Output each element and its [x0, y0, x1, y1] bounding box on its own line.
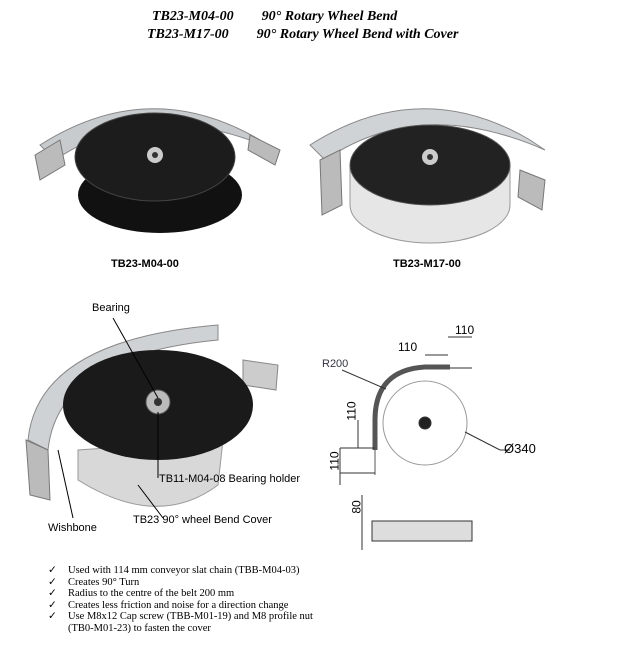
check-icon: ✓: [48, 565, 57, 576]
callout-cover: TB23 90° wheel Bend Cover: [133, 514, 272, 526]
callout-bearing: Bearing: [92, 302, 130, 314]
feature-item: ✓Radius to the centre of the belt 200 mm: [48, 588, 235, 599]
check-icon: ✓: [48, 611, 57, 622]
dim-radius: R200: [322, 358, 349, 370]
exploded-view-image: [25, 317, 279, 519]
check-icon: ✓: [48, 576, 57, 588]
feature-item: ✓Creates 90° Turn: [48, 576, 140, 588]
feature-item: ✓Used with 114 mm conveyor slat chain (T…: [48, 565, 300, 576]
feature-item: ✓Use M8x12 Cap screw (TBB-M01-19) and M8…: [48, 611, 313, 634]
dim-110-d: 110: [327, 451, 342, 471]
dim-110-c: 110: [344, 401, 359, 421]
callout-bearing-holder: TB11-M04-08 Bearing holder: [159, 473, 301, 485]
dim-height: 80: [349, 500, 364, 514]
check-icon: ✓: [48, 599, 57, 611]
technical-drawing: [339, 336, 510, 550]
check-icon: ✓: [48, 588, 57, 599]
dim-110-b: 110: [455, 323, 475, 337]
caption-m04: TB23-M04-00: [111, 258, 179, 270]
product-image-m17: [309, 108, 546, 244]
product-image-m04: [34, 108, 281, 233]
dim-110-a: 110: [398, 340, 418, 354]
dim-diameter: Ø340: [504, 441, 536, 456]
feature-list: ✓Used with 114 mm conveyor slat chain (T…: [48, 565, 358, 634]
feature-item: ✓Creates less friction and noise for a d…: [48, 599, 289, 611]
callout-wishbone: Wishbone: [48, 522, 97, 534]
caption-m17: TB23-M17-00: [393, 258, 461, 270]
